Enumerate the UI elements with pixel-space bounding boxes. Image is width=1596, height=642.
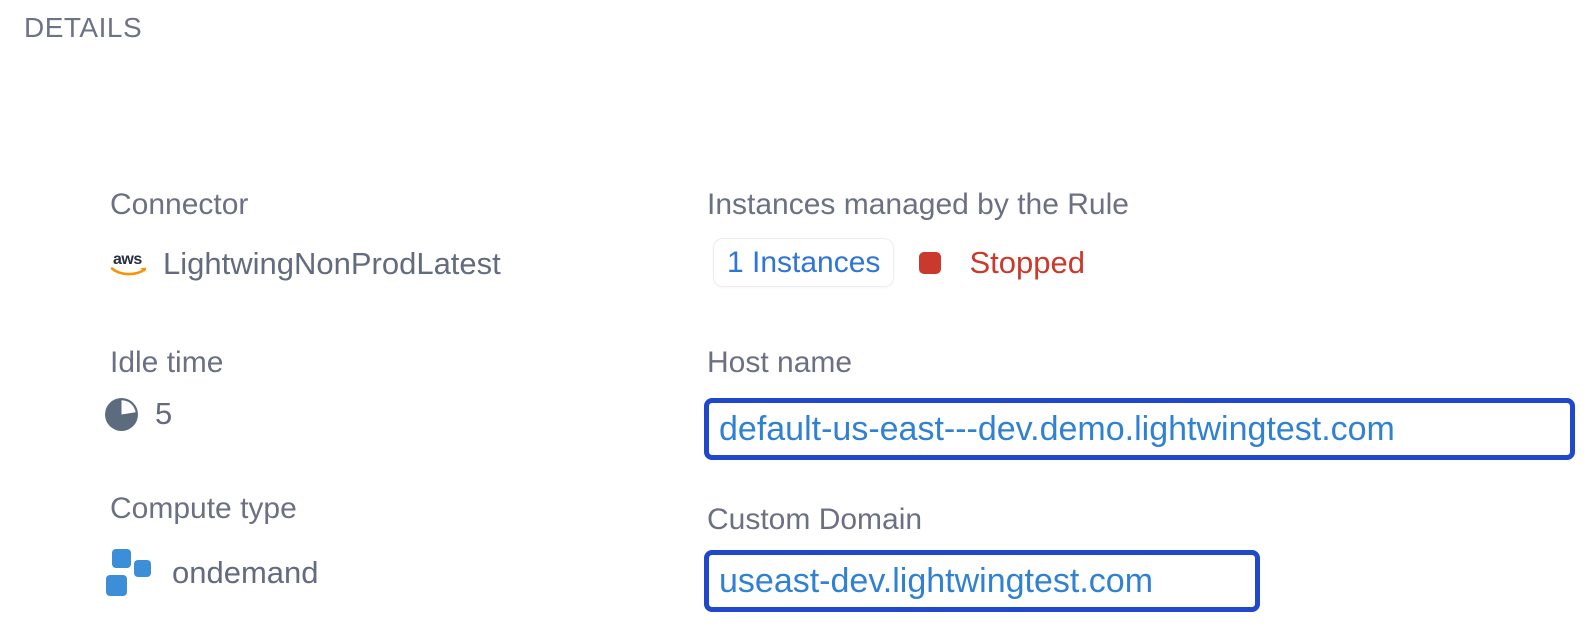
- svg-text:aws: aws: [113, 251, 142, 268]
- connector-value-row: aws LightwingNonProdLatest: [108, 240, 501, 288]
- status-label: Stopped: [969, 244, 1085, 280]
- compute-type-label: Compute type: [110, 492, 297, 525]
- instances-count-link[interactable]: 1 Instances: [713, 238, 895, 287]
- status-square-icon: [919, 251, 942, 274]
- pie-chart-icon: [103, 396, 140, 433]
- idle-time-label: Idle time: [110, 346, 224, 379]
- custom-domain-url[interactable]: useast-dev.lightwingtest.com: [719, 561, 1154, 600]
- host-name-link[interactable]: default-us-east---dev.demo.lightwingtest…: [704, 398, 1575, 460]
- idle-time-value: 5: [155, 396, 173, 431]
- aws-logo-icon: aws: [108, 249, 152, 279]
- host-name-label: Host name: [707, 346, 853, 379]
- custom-domain-label: Custom Domain: [707, 503, 923, 536]
- connector-value: LightwingNonProdLatest: [163, 246, 501, 281]
- idle-time-value-row: 5: [103, 393, 172, 435]
- custom-domain-link[interactable]: useast-dev.lightwingtest.com: [704, 550, 1260, 612]
- details-heading: DETAILS: [24, 12, 143, 43]
- connector-label: Connector: [110, 188, 249, 221]
- host-name-url[interactable]: default-us-east---dev.demo.lightwingtest…: [719, 409, 1395, 448]
- compute-type-value-row: ondemand: [106, 545, 319, 601]
- compute-squares-icon: [106, 549, 152, 597]
- compute-type-value: ondemand: [172, 555, 319, 590]
- instances-value-row: 1 Instances Stopped: [713, 238, 1085, 287]
- instances-label: Instances managed by the Rule: [707, 188, 1129, 221]
